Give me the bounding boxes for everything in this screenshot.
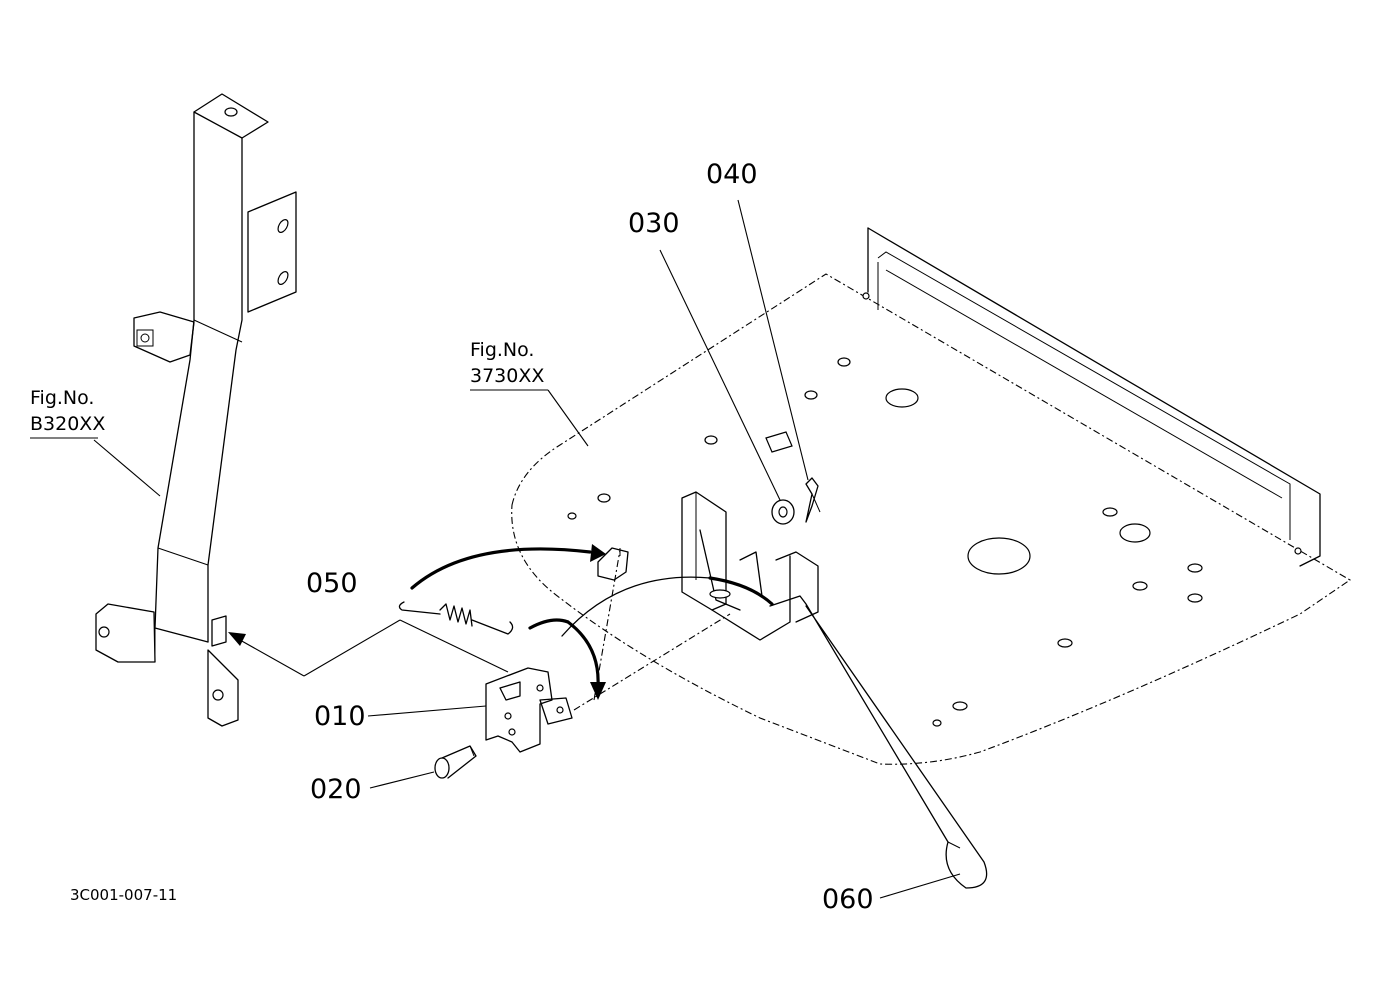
washer-030 <box>771 499 795 525</box>
figref-left-line2: B320XX <box>30 413 105 435</box>
leader-lines <box>93 199 961 899</box>
callout-030: 030 <box>628 208 680 239</box>
lock-rod-060 <box>769 595 988 889</box>
snap-pin-040 <box>805 477 821 523</box>
callout-040: 040 <box>706 159 758 190</box>
frame-bracket <box>95 93 297 727</box>
callout-050: 050 <box>306 568 358 599</box>
figref-right-line1: Fig.No. <box>470 339 534 361</box>
drawing-code: 3C001-007-11 <box>70 886 177 904</box>
clevis-pin-020 <box>434 745 477 779</box>
figref-left-line1: Fig.No. <box>30 387 94 409</box>
installation-arrows <box>228 544 774 700</box>
callout-010: 010 <box>314 701 366 732</box>
tension-spring-050 <box>398 601 514 635</box>
figref-right-line2: 3730XX <box>470 365 544 387</box>
latch-plate-010 <box>485 667 573 753</box>
callout-060: 060 <box>822 884 874 915</box>
callout-020: 020 <box>310 774 362 805</box>
deck-plate <box>511 227 1352 765</box>
